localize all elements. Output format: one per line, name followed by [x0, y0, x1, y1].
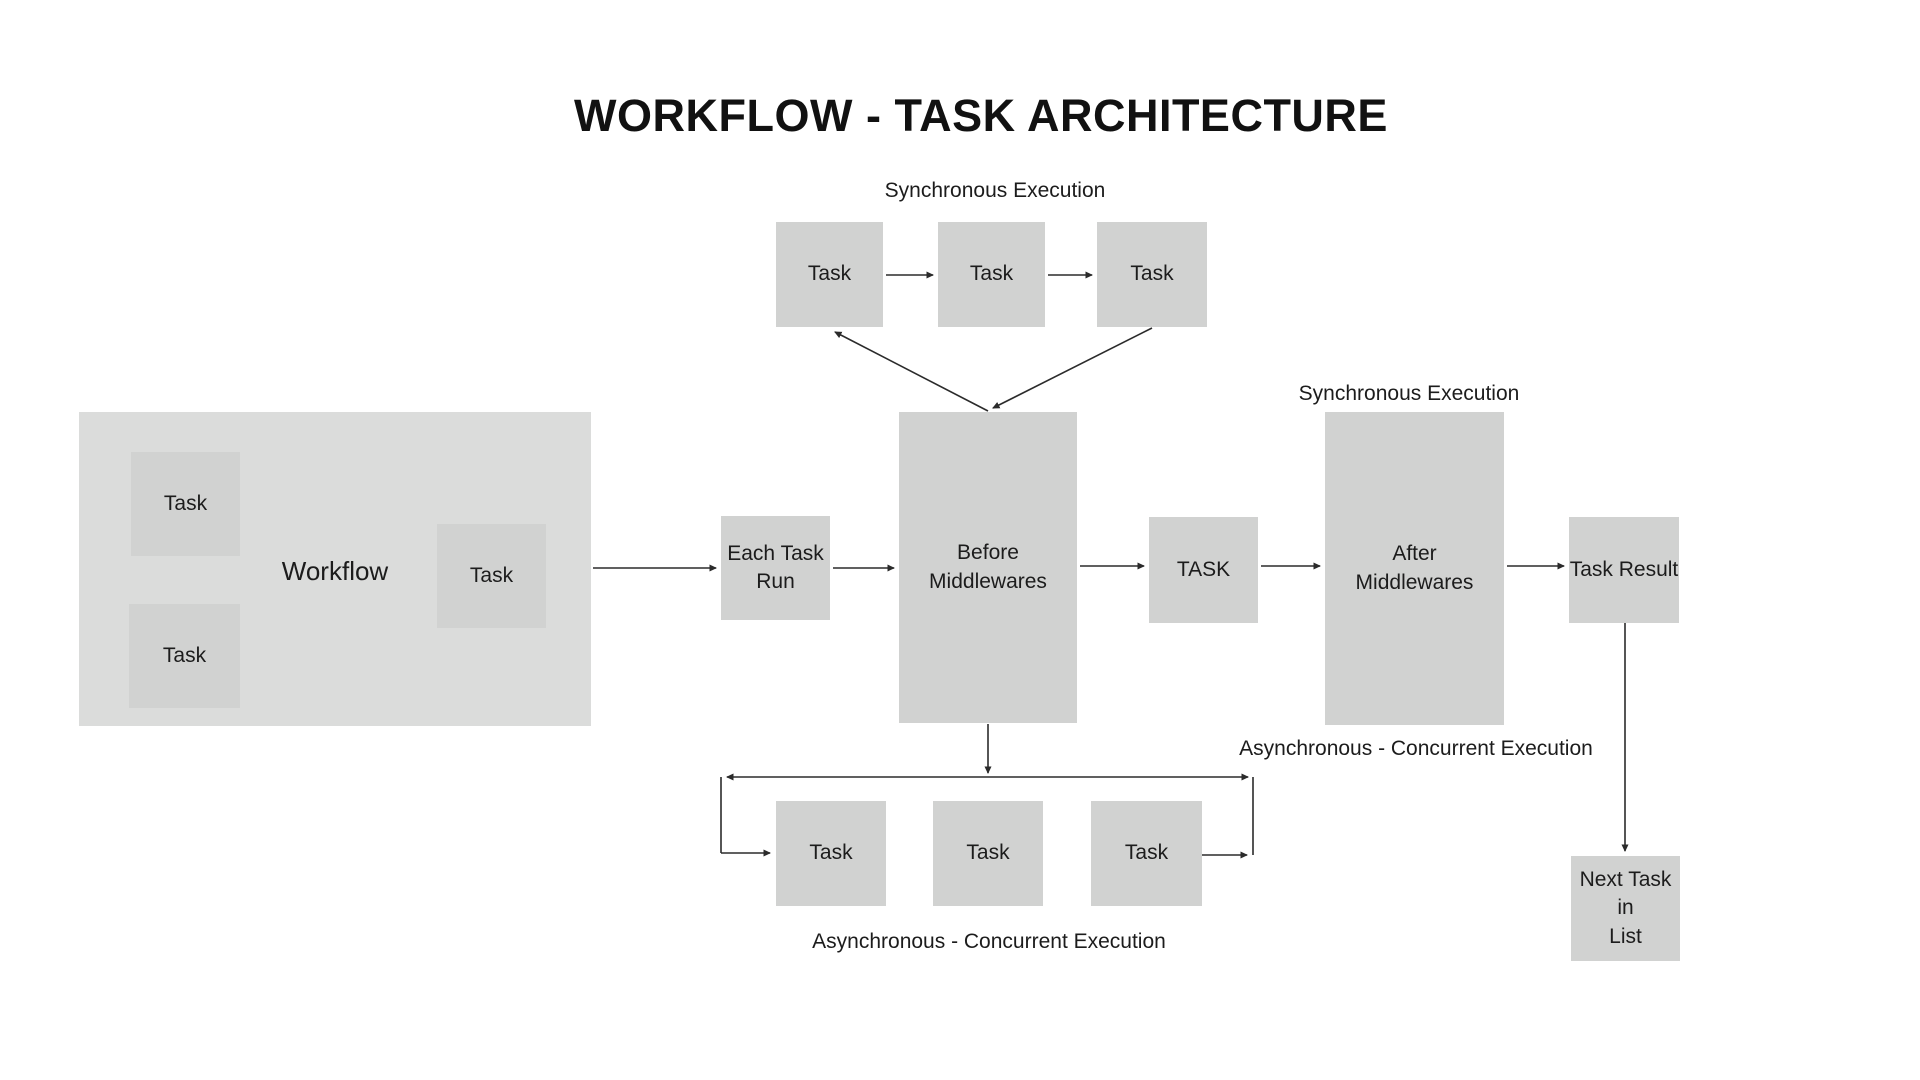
- after-middlewares-box: After Middlewares: [1325, 412, 1504, 725]
- arrow-beforemiddlewares-to-sync-task1: [834, 331, 989, 412]
- before-middlewares-box: Before Middlewares: [899, 412, 1077, 723]
- async-task-box-3: Task: [1091, 801, 1202, 906]
- async-task-box-2: Task: [933, 801, 1043, 906]
- sync-task-box-3: Task: [1097, 222, 1207, 327]
- label-asynchronous-concurrent-bottom: Asynchronous - Concurrent Execution: [812, 930, 1166, 953]
- async-task-box-1: Task: [776, 801, 886, 906]
- each-task-run-box: Each Task Run: [721, 516, 830, 620]
- task-result-box: Task Result: [1569, 517, 1679, 623]
- label-synchronous-execution-top: Synchronous Execution: [884, 179, 1106, 202]
- next-task-in-list-box: Next Task in List: [1571, 856, 1680, 961]
- workflow-task-box-3: Task: [129, 604, 240, 708]
- page-title: WORKFLOW - TASK ARCHITECTURE: [574, 90, 1388, 141]
- task-box: TASK: [1149, 517, 1258, 623]
- arrow-sync-task3-to-beforemiddlewares: [992, 327, 1153, 409]
- label-synchronous-execution-after: Synchronous Execution: [1298, 382, 1520, 405]
- sync-task-box-2: Task: [938, 222, 1045, 327]
- workflow-task-box-1: Task: [131, 452, 240, 556]
- label-asynchronous-concurrent-right: Asynchronous - Concurrent Execution: [1239, 737, 1593, 760]
- workflow-label: Workflow: [281, 556, 389, 586]
- sync-task-box-1: Task: [776, 222, 883, 327]
- workflow-task-box-2: Task: [437, 524, 546, 628]
